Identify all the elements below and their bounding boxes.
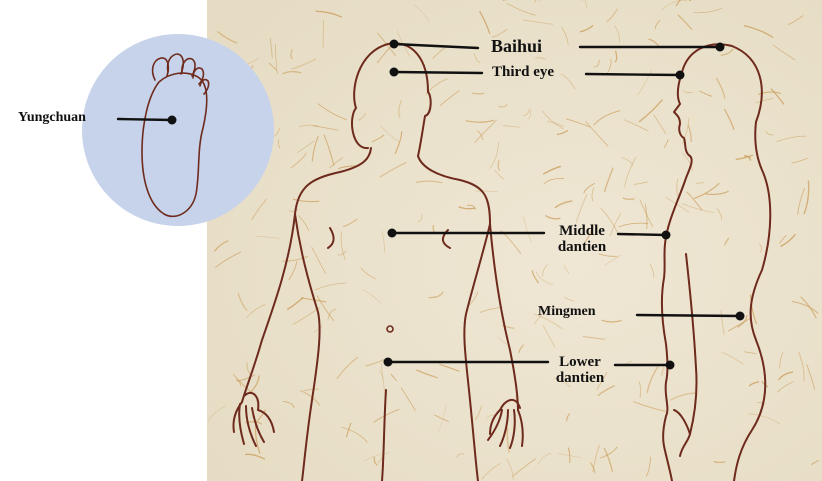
point-third-eye-side bbox=[676, 71, 685, 80]
label-middle-dantien-line1: Middle bbox=[543, 224, 621, 240]
label-middle-dantien-line2: dantien bbox=[543, 240, 621, 256]
point-middle-dantien-side bbox=[662, 231, 671, 240]
label-lower-dantien-line2: dantien bbox=[544, 371, 616, 387]
label-middle-dantien: Middle dantien bbox=[543, 224, 621, 256]
foot-inset-circle bbox=[82, 34, 274, 226]
point-middle-dantien-front bbox=[388, 229, 397, 238]
point-baihui-front bbox=[390, 40, 399, 49]
point-lower-dantien-side bbox=[666, 361, 675, 370]
point-lower-dantien-front bbox=[384, 358, 393, 367]
label-third-eye: Third eye bbox=[492, 65, 554, 81]
label-baihui: Baihui bbox=[491, 37, 542, 56]
point-baihui-side bbox=[716, 43, 725, 52]
point-third-eye-front bbox=[390, 68, 399, 77]
label-yungchuan: Yungchuan bbox=[18, 111, 86, 126]
point-yungchuan bbox=[168, 116, 177, 125]
paper-fiber bbox=[472, 93, 484, 94]
label-lower-dantien-line1: Lower bbox=[544, 355, 616, 371]
point-mingmen bbox=[736, 312, 745, 321]
label-mingmen: Mingmen bbox=[538, 305, 596, 320]
label-lower-dantien: Lower dantien bbox=[544, 355, 616, 387]
